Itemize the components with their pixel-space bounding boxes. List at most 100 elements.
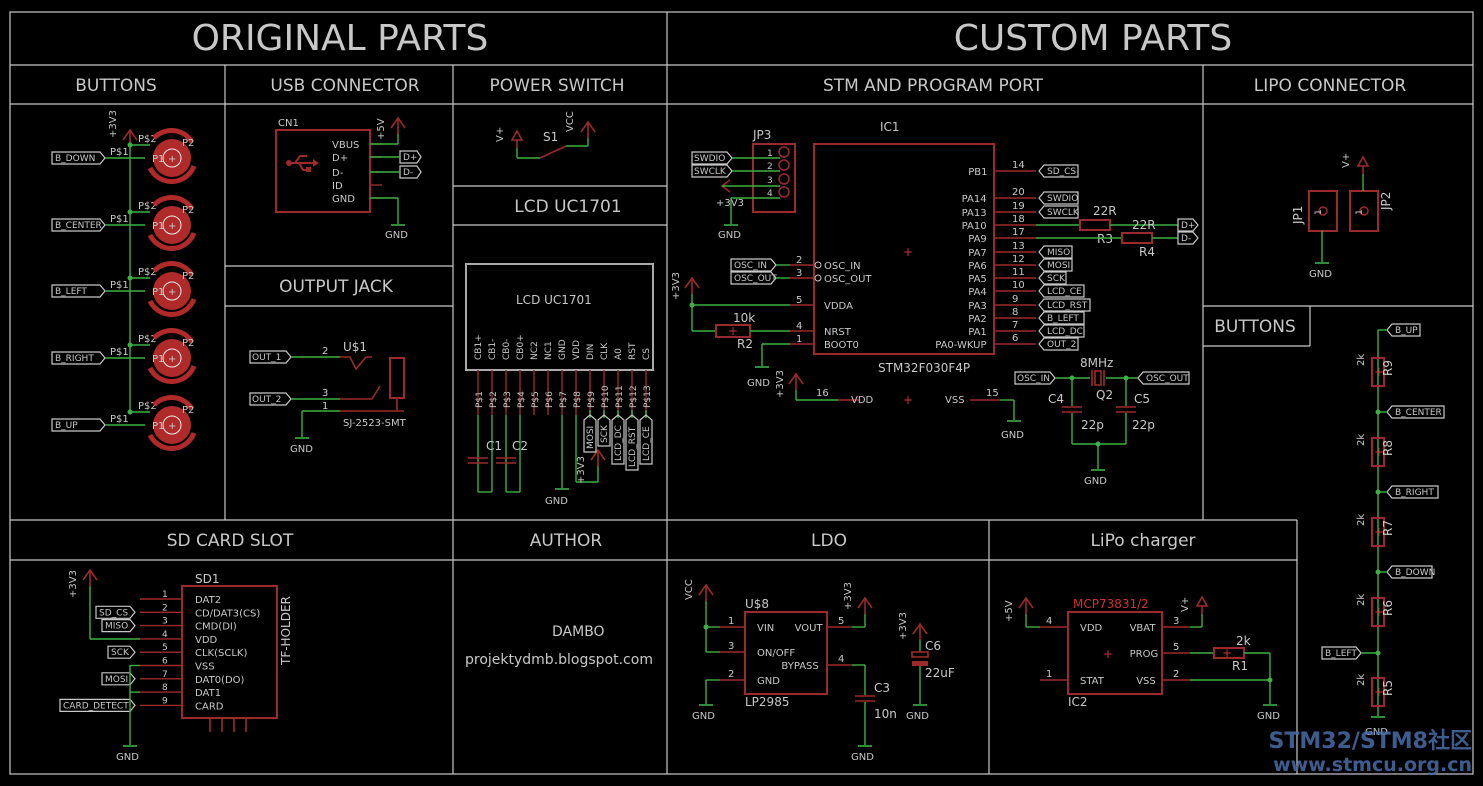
watermark-title: STM32/STM8社区 [1269, 728, 1472, 754]
charger-pin-name-5: PROG [1130, 649, 1159, 660]
mcu-left-net-osc_out: OSC_OUT [730, 271, 777, 285]
r1-value: 2k [1236, 634, 1251, 648]
mcu-right-net-swdio: SWDIO [1038, 191, 1079, 205]
ladder-net-b_center-text: B_CENTER [1395, 408, 1442, 418]
button-p1-label: P$1 [110, 347, 129, 358]
c5-value: 22p [1132, 418, 1155, 432]
button-pin2: P2 [182, 405, 194, 416]
section-title-sd-card-slot: SD CARD SLOT [167, 531, 294, 551]
lcd-pad-10: P$11 [615, 385, 625, 408]
mcu-right-pin-num-14: 14 [1012, 160, 1025, 171]
lcd-pad-2: P$3 [503, 391, 513, 408]
sd-pin-num-6: 6 [162, 657, 168, 667]
sd-pin-num-4: 4 [162, 630, 168, 640]
usb-pin-4: GND [332, 194, 355, 205]
ladder-res-value-3: 2k [1356, 594, 1367, 606]
charger-pin-num-4: 4 [1046, 616, 1052, 627]
lcd-net-sck: SCK [597, 414, 611, 447]
r2-ref: R2 [737, 337, 753, 351]
mcu-right-pin-num-11: 11 [1012, 267, 1025, 278]
button-pin2: P2 [182, 138, 194, 149]
ladder-res-ref-2: R7 [1381, 520, 1395, 536]
button-pin2: P2 [182, 271, 194, 282]
output-jack-block: OUT_1 OUT_2 GND 2 3 1 U$1 SJ-2523-SMT [249, 340, 407, 455]
usb-net-dp: D+ [403, 153, 417, 163]
mcu-right-net-swclk-text: SWCLK [1047, 208, 1080, 218]
power-vplus: V+ [495, 127, 506, 142]
ladder-res-ref-0: R9 [1381, 360, 1395, 376]
c3-ref: C3 [874, 681, 890, 695]
svg-text:MOSI: MOSI [586, 426, 596, 449]
charger-gnd: GND [1257, 711, 1280, 722]
lcd-net-mosi: MOSI [583, 414, 597, 453]
mcu-usb-dm: D- [1181, 234, 1191, 244]
section-title-author: AUTHOR [530, 531, 603, 551]
button-pad [153, 272, 191, 310]
ldo-gnd-3: GND [906, 711, 929, 722]
sd-pin-name-3: CMD(DI) [195, 622, 237, 633]
svg-text:LCD_RST: LCD_RST [628, 426, 638, 467]
jp2-ref: JP2 [1379, 192, 1393, 211]
charger-pin-num-3: 3 [1173, 616, 1179, 627]
mcu-right-net-sd_cs-text: SD_CS [1047, 167, 1076, 177]
ldo-pin-name-1: VIN [757, 623, 774, 634]
power-switch-block: V+ VCC S1 [495, 111, 596, 159]
charger-block: MCP73831/2 IC2 + 4VDD1STAT3VBAT5PROG2VSS… [1004, 596, 1280, 722]
usb-pin-0: VBUS [332, 140, 359, 151]
sd-net-sck: SCK [107, 645, 136, 659]
mcu-right-net-sck-text: SCK [1047, 274, 1066, 284]
ldo-pin-name-4: BYPASS [781, 661, 818, 672]
button-net-label-text: B_DOWN [55, 154, 95, 164]
mcu-right-pin-name-11: PA5 [968, 274, 987, 285]
mcu-right-net-sd_cs: SD_CS [1038, 164, 1079, 178]
lcd-pad-1: P$2 [489, 391, 499, 408]
ladder-res-value-4: 2k [1356, 674, 1367, 686]
charger-pin-num-5: 5 [1173, 642, 1179, 653]
mcu-left-net-osc_out-text: OSC_OUT [734, 274, 777, 284]
mcu-right-net-out_2: OUT_2 [1038, 337, 1079, 351]
lcd-pad-6: P$7 [559, 391, 569, 408]
mcu-vdd-name: VDD [851, 395, 874, 406]
mcu-right-net-out_2-text: OUT_2 [1047, 340, 1076, 350]
lcd-pin-name-0: CB1+ [474, 334, 484, 360]
mcu-power-mark: + [903, 393, 913, 407]
lcd-title: LCD UC1701 [516, 293, 592, 307]
sd-net-miso-text: MISO [105, 622, 128, 632]
section-title-ldo: LDO [811, 531, 847, 551]
sd-rail: +3V3 [68, 570, 79, 598]
mcu-right-pin-name-13: PA7 [968, 248, 987, 259]
mcu-left-pin-name-2: OSC_IN [824, 261, 861, 272]
jp3-pin-1: 1 [767, 149, 773, 159]
sd-net-sd_cs: SD_CS [95, 605, 136, 619]
lcd-c2: C2 [512, 439, 528, 453]
mcu-right-pin-name-8: PA2 [968, 314, 987, 325]
buttons-block: +3V3 B_DOWNP$2P$1P1+P2B_CENTERP$2P$1P1+P… [51, 110, 197, 451]
mcu-left-pin-name-5: VDDA [824, 301, 853, 312]
charger-ref: IC2 [1068, 695, 1088, 709]
lipo-gnd: GND [1309, 269, 1332, 280]
button-pad [153, 206, 191, 244]
lcd-net-lcd_ce: LCD_CE [639, 414, 653, 465]
ldo-rail-c6: +3V3 [898, 612, 909, 640]
button-net-label-text: B_UP [55, 421, 78, 431]
button-net-label: B_CENTER [51, 218, 106, 232]
mcu-left-pin-name-3: OSC_OUT [824, 274, 872, 285]
lcd-pin-name-7: VDD [572, 340, 582, 360]
jp3-swclk: SWCLK [694, 167, 727, 177]
r2-value: 10k [733, 311, 755, 325]
sd-gnd: GND [116, 752, 139, 763]
sd-pin-num-9: 9 [162, 696, 168, 706]
ldo-vcc: VCC [684, 579, 695, 600]
power-switch-ref: S1 [543, 130, 558, 144]
lcd-pad-11: P$12 [629, 385, 639, 408]
sd-pin-name-4: VDD [195, 635, 218, 646]
lcd-pad-7: P$8 [573, 391, 583, 408]
button-p1-label: P$1 [110, 214, 129, 225]
button-p1-label: P$1 [110, 414, 129, 425]
lcd-c1: C1 [486, 439, 502, 453]
lipo-vplus: V+ [1341, 153, 1352, 168]
button-pin1: P1 [152, 154, 164, 165]
jp3-ref: JP3 [752, 128, 771, 142]
mcu-left-net-osc_in: OSC_IN [730, 258, 777, 272]
mcu-right-net-swdio-text: SWDIO [1047, 194, 1078, 204]
